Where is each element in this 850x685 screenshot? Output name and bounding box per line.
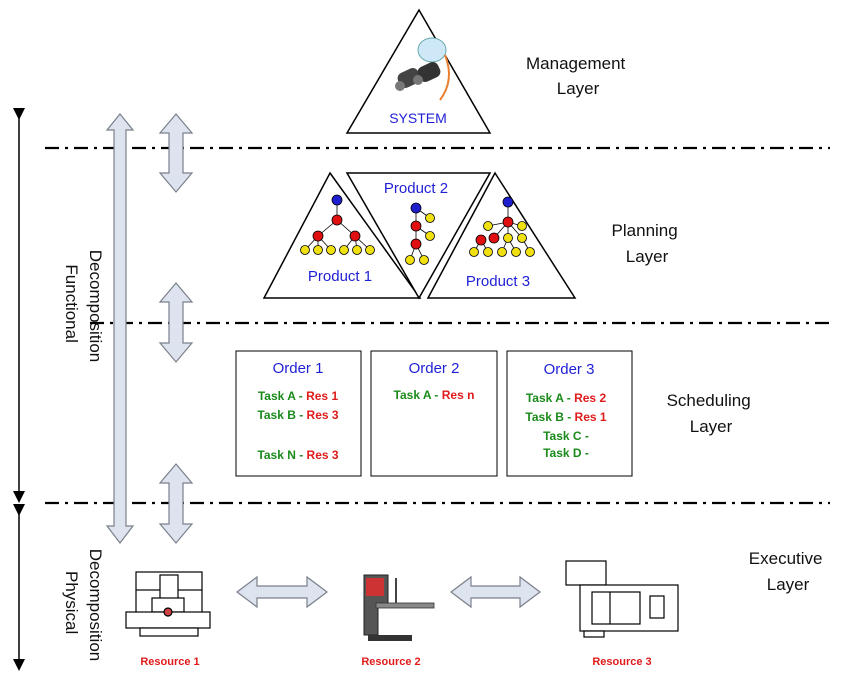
product-3-triangle: Product 3	[426, 171, 577, 299]
physical-axis: Physical Decomposition	[13, 504, 105, 671]
order-1-box: Order 1 Task A - Res 1 Task B - Res 3 Ta…	[235, 350, 362, 477]
product-2-tree	[405, 202, 435, 265]
order-2-task-a: Task A - Res n	[394, 388, 475, 402]
order-1-task-n: Task N - Res 3	[257, 448, 338, 462]
physical-axis-label: Physical Decomposition	[62, 549, 105, 661]
resource-arrows	[236, 575, 541, 609]
executive-layer-label: Executive Layer	[749, 549, 827, 594]
vertical-arrow-management-planning	[158, 113, 194, 193]
short-vertical-arrows	[158, 113, 194, 544]
product-3-tree	[469, 196, 535, 257]
cnc-machine-icon	[125, 571, 211, 637]
order-3-task-c: Task C -	[543, 429, 589, 443]
product-2-label: Product 2	[384, 180, 448, 197]
functional-axis: Functional Decomposition	[13, 108, 105, 503]
order-1-task-a: Task A - Res 1	[258, 389, 339, 403]
management-layer-label: Management Layer	[526, 54, 630, 98]
resource-3-label: Resource 3	[592, 656, 651, 668]
order-1-task-b: Task B - Res 3	[257, 408, 338, 422]
machining-center-icon	[565, 560, 679, 638]
order-3-title: Order 3	[544, 361, 595, 378]
scheduling-layer-label: Scheduling Layer	[667, 391, 756, 436]
system-label: SYSTEM	[389, 110, 447, 126]
binoculars-icon	[395, 37, 450, 101]
resource-2-label: Resource 2	[361, 656, 420, 668]
arrow-resource-1-2	[236, 575, 328, 609]
planning-layer-label: Planning Layer	[612, 221, 683, 266]
product-1-triangle: Product 1	[262, 171, 422, 299]
order-2-box: Order 2 Task A - Res n	[370, 350, 498, 477]
order-1-title: Order 1	[273, 360, 324, 377]
band-saw-icon	[363, 574, 435, 641]
product-3-label: Product 3	[466, 273, 530, 290]
product-2-triangle: Product 2	[345, 172, 492, 300]
vertical-arrow-planning-scheduling	[158, 282, 194, 363]
product-1-label: Product 1	[308, 268, 372, 285]
system-triangle: SYSTEM	[345, 8, 492, 134]
arrow-resource-2-3	[450, 575, 541, 609]
long-vertical-double-arrow	[105, 113, 135, 544]
vertical-arrow-scheduling-executive	[158, 463, 194, 544]
product-1-tree	[300, 194, 375, 255]
functional-axis-label: Functional Decomposition	[62, 250, 105, 362]
order-3-box: Order 3 Task A - Res 2 Task B - Res 1 Ta…	[506, 350, 633, 477]
resource-1-label: Resource 1	[140, 656, 199, 668]
layer-separators	[45, 146, 830, 505]
order-3-task-b: Task B - Res 1	[525, 410, 606, 424]
order-3-task-a: Task A - Res 2	[526, 391, 607, 405]
order-3-task-d: Task D -	[543, 446, 589, 460]
order-2-title: Order 2	[409, 360, 460, 377]
